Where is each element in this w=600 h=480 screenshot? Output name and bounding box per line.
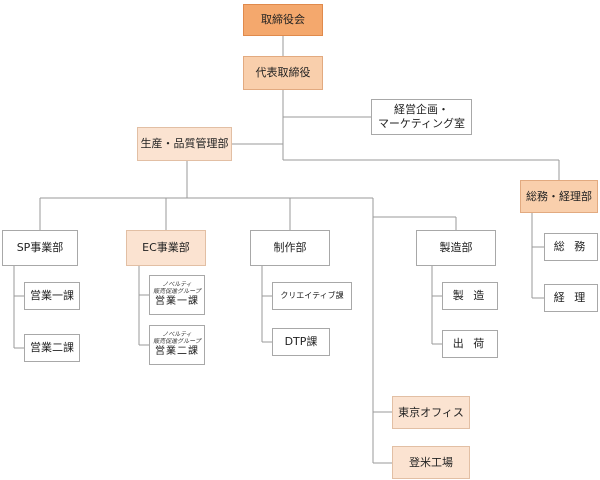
planning-label-line2: マーケティング室 (377, 117, 466, 130)
general-affairs-item-box: 総 務 (544, 233, 598, 261)
board-label: 取締役会 (261, 13, 305, 27)
tomai-factory-box: 登米工場 (392, 446, 470, 479)
sp-division-box: SP事業部 (2, 230, 78, 266)
accounting-item-box: 経 理 (544, 284, 598, 312)
general-affairs-box: 総務・経理部 (520, 180, 598, 213)
manufacturing-item-box: 製 造 (442, 282, 498, 310)
sp-sales-section-1-box: 営業一課 (24, 282, 80, 310)
accounting-item-label: 経 理 (553, 291, 589, 305)
president-box: 代表取締役 (243, 56, 323, 90)
tomai-factory-label: 登米工場 (409, 455, 453, 469)
manufacturing-item-label: 製 造 (452, 289, 488, 303)
production-management-box: 生産・品質管理部 (137, 127, 232, 161)
creative-section-box: クリエイティブ課 (272, 282, 352, 310)
ec-sales-1-label: 営業一課 (154, 295, 199, 307)
planning-office-box: 経営企画・ マーケティング室 (371, 99, 472, 135)
creative-section-label: クリエイティブ課 (280, 291, 344, 300)
general-affairs-item-label: 総 務 (553, 240, 589, 254)
ec-sales-section-1-box: ノベルティ 販売促進グループ 営業一課 (149, 275, 205, 315)
production-dept-label: 制作部 (273, 241, 307, 255)
ec-sales-section-2-box: ノベルティ 販売促進グループ 営業二課 (149, 325, 205, 365)
ec-division-box: EC事業部 (126, 230, 206, 266)
sp-sales-section-1-label: 営業一課 (30, 289, 74, 303)
shipping-item-box: 出 荷 (442, 330, 498, 358)
general-affairs-label: 総務・経理部 (526, 189, 592, 203)
ec-sales-1-tag-1: ノベルティ (162, 281, 192, 289)
ec-sales-1-tag-2: 販売促進グループ (153, 288, 201, 295)
ec-sales-2-label: 営業二課 (154, 345, 199, 357)
production-management-label: 生産・品質管理部 (140, 137, 229, 151)
planning-label-line1: 経営企画・ (394, 103, 449, 117)
dtp-section-box: DTP課 (272, 328, 330, 356)
tokyo-office-box: 東京オフィス (392, 396, 470, 429)
board-of-directors-box: 取締役会 (243, 4, 323, 36)
president-label: 代表取締役 (255, 66, 311, 80)
sp-sales-section-2-box: 営業二課 (24, 334, 80, 362)
ec-division-label: EC事業部 (142, 241, 190, 255)
ec-sales-2-tag-2: 販売促進グループ (153, 338, 201, 345)
shipping-item-label: 出 荷 (452, 337, 488, 351)
manufacturing-dept-box: 製造部 (416, 230, 496, 266)
sp-division-label: SP事業部 (16, 241, 64, 255)
manufacturing-dept-label: 製造部 (439, 241, 473, 255)
dtp-section-label: DTP課 (284, 335, 318, 349)
ec-sales-2-tag-1: ノベルティ (162, 331, 192, 339)
tokyo-office-label: 東京オフィス (398, 405, 464, 419)
production-dept-box: 制作部 (250, 230, 330, 266)
sp-sales-section-2-label: 営業二課 (30, 341, 74, 355)
